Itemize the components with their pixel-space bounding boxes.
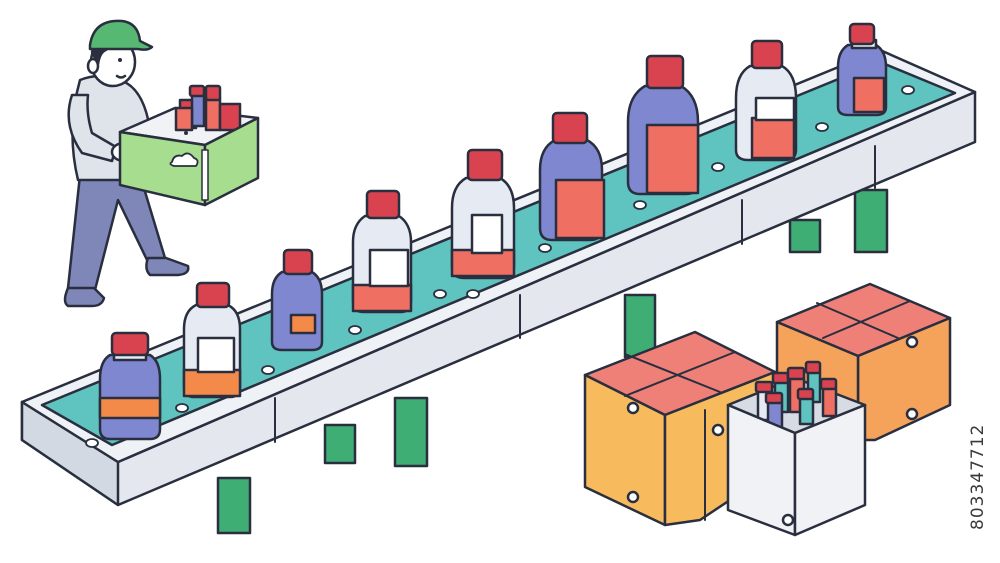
bottles	[98, 22, 888, 441]
worker-cap	[88, 19, 154, 51]
bottle-cap	[466, 148, 504, 182]
worker	[63, 19, 260, 308]
conveyor-legs	[216, 188, 889, 535]
bottle	[351, 189, 413, 314]
bottle	[98, 331, 162, 441]
worker-shoe	[145, 256, 190, 277]
bottle-cap	[551, 111, 589, 145]
bottle-cap	[848, 22, 876, 46]
bottle-cap	[645, 54, 685, 90]
box-stack	[583, 282, 952, 537]
bottle	[734, 39, 798, 162]
stock-id-watermark: 803347712	[968, 423, 988, 530]
bottle	[538, 111, 606, 242]
conveyor-leg	[788, 218, 822, 254]
belt-rivets	[85, 85, 915, 448]
conveyor-leg	[623, 293, 657, 359]
bottle-cap	[110, 331, 150, 357]
bottle	[270, 248, 324, 352]
bottle-cap	[195, 281, 231, 309]
conveyor-leg	[323, 423, 357, 465]
bottle-cap	[750, 39, 784, 70]
bottle	[626, 54, 700, 196]
bottle-cap	[282, 248, 314, 276]
conveyor-leg	[216, 476, 252, 535]
bottle-cap	[365, 189, 401, 220]
conveyor-leg	[853, 188, 889, 254]
crate-bottles	[754, 360, 838, 430]
worker-shoe	[63, 286, 106, 308]
carried-box	[118, 84, 260, 207]
bottle-crate	[726, 360, 867, 537]
bottle	[450, 148, 516, 280]
bottle	[836, 22, 888, 117]
bottle	[182, 281, 242, 399]
conveyor-leg	[393, 396, 429, 468]
